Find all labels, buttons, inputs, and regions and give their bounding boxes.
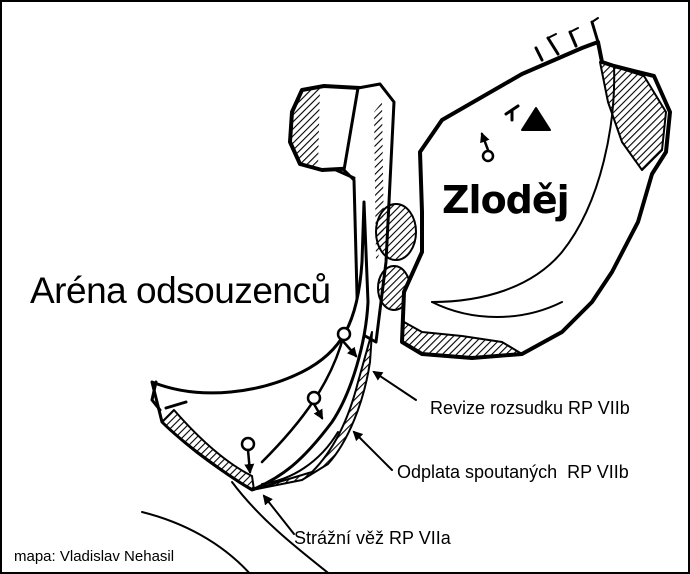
descent-arrow-icon [480,104,520,163]
gully-lines [141,481,329,572]
route-label-strazni: Strážní věž RP VIIa [294,528,451,548]
thief-tower [400,17,672,360]
route-line-strazni [240,436,256,474]
summit-triangle-icon [521,107,551,131]
area-label-arena: Aréna odsouzenců [30,270,331,311]
boulder-round-top [375,203,417,261]
route-label-revize: Revize rozsudku RP VIIb [430,398,630,418]
area-label-thief: Zloděj [442,178,570,222]
boulder-top-left [288,84,364,172]
leader-strazni [262,494,295,535]
route-line-odplata [306,390,324,420]
map-credit: mapa: Vladislav Nehasil [14,548,175,565]
route-label-odplata: Odplata spoutaných RP VIIb [397,462,629,482]
leader-odplata [352,430,393,471]
leader-revize [372,370,417,401]
